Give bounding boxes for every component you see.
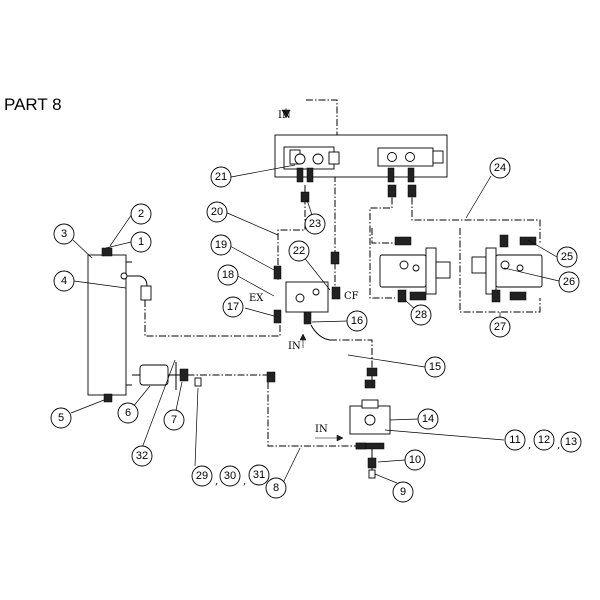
hydraulic-tank xyxy=(87,247,152,403)
callout-31: 31 xyxy=(248,464,270,486)
callout-3: 3 xyxy=(53,223,75,245)
callout-29: 29 xyxy=(191,465,213,487)
svg-text:13: 13 xyxy=(565,436,577,448)
svg-text:15: 15 xyxy=(429,361,441,373)
svg-text:16: 16 xyxy=(351,315,363,327)
callout-20: 20 xyxy=(206,201,228,223)
svg-text:8: 8 xyxy=(273,482,279,494)
svg-text:31: 31 xyxy=(253,469,265,481)
callout-17: 17 xyxy=(222,296,244,318)
callout-32: 32 xyxy=(131,445,153,467)
hose-fittings xyxy=(266,184,537,450)
svg-text:1: 1 xyxy=(138,236,144,248)
callout-11: 11 xyxy=(504,429,526,451)
in-arrow-head xyxy=(281,109,291,119)
return-filter xyxy=(132,362,202,390)
callout-9: 9 xyxy=(392,481,414,503)
label-in-mid: IN xyxy=(288,341,301,352)
callout-6: 6 xyxy=(117,402,139,424)
label-in-top: IN xyxy=(278,110,291,121)
svg-text:4: 4 xyxy=(61,275,67,287)
leader-lines xyxy=(70,164,560,484)
callout-30: 30 xyxy=(219,465,241,487)
svg-text:32: 32 xyxy=(136,450,148,462)
callout-2: 2 xyxy=(130,203,152,225)
svg-text:28: 28 xyxy=(415,309,427,321)
svg-text:18: 18 xyxy=(222,269,234,281)
label-in-bottom: IN xyxy=(315,424,328,435)
svg-text:22: 22 xyxy=(293,245,305,257)
diagram-title: PART 8 xyxy=(4,95,62,114)
callout-24: 24 xyxy=(489,157,511,179)
label-cf: CF xyxy=(344,291,359,302)
callout-13: 13 xyxy=(560,431,582,453)
callout-8: 8 xyxy=(265,477,287,499)
svg-text:3: 3 xyxy=(61,228,67,240)
callout-25: 25 xyxy=(556,246,578,268)
callout-23: 23 xyxy=(304,213,326,235)
separator-12: , xyxy=(557,440,560,451)
motor-left xyxy=(379,247,451,303)
callout-10: 10 xyxy=(404,449,426,471)
svg-text:7: 7 xyxy=(171,414,177,426)
callout-12: 12 xyxy=(533,429,555,451)
svg-text:17: 17 xyxy=(227,301,239,313)
svg-text:14: 14 xyxy=(422,413,434,425)
svg-text:21: 21 xyxy=(215,171,227,183)
svg-text:29: 29 xyxy=(196,470,208,482)
svg-text:2: 2 xyxy=(138,208,144,220)
label-ex: EX xyxy=(249,293,264,304)
in-bottom-arrow-head xyxy=(336,434,344,442)
leader-29 xyxy=(194,387,199,467)
callout-1: 1 xyxy=(130,231,152,253)
svg-text:5: 5 xyxy=(58,412,64,424)
svg-text:6: 6 xyxy=(125,407,131,419)
svg-text:20: 20 xyxy=(211,206,223,218)
callout-27: 27 xyxy=(489,316,511,338)
callout-4: 4 xyxy=(53,270,75,292)
callout-28: 28 xyxy=(410,304,432,326)
separator-29: , xyxy=(215,476,218,487)
svg-text:23: 23 xyxy=(309,218,321,230)
svg-text:26: 26 xyxy=(563,276,575,288)
callout-5: 5 xyxy=(50,407,72,429)
separator-30: , xyxy=(243,476,246,487)
svg-text:9: 9 xyxy=(400,486,406,498)
callout-19: 19 xyxy=(210,234,232,256)
callout-21: 21 xyxy=(210,166,232,188)
svg-text:11: 11 xyxy=(509,434,520,446)
separator-11: , xyxy=(528,440,531,451)
callout-26: 26 xyxy=(558,271,580,293)
svg-text:27: 27 xyxy=(494,321,506,333)
control-manifold xyxy=(273,265,341,341)
callout-16: 16 xyxy=(346,310,368,332)
svg-text:10: 10 xyxy=(409,454,421,466)
svg-text:30: 30 xyxy=(224,470,236,482)
hose-lines xyxy=(144,99,541,447)
svg-text:12: 12 xyxy=(538,434,550,446)
callout-22: 22 xyxy=(288,240,310,262)
callout-7: 7 xyxy=(163,409,185,431)
valve-assembly-21 xyxy=(274,134,448,183)
svg-text:24: 24 xyxy=(494,162,506,174)
hydraulic-pump xyxy=(349,379,391,479)
svg-text:25: 25 xyxy=(561,251,573,263)
in-mid-arrow-head xyxy=(299,333,307,341)
callout-15: 15 xyxy=(424,356,446,378)
callout-18: 18 xyxy=(217,264,239,286)
svg-text:19: 19 xyxy=(215,239,227,251)
motor-right xyxy=(471,234,543,303)
callout-14: 14 xyxy=(417,408,439,430)
